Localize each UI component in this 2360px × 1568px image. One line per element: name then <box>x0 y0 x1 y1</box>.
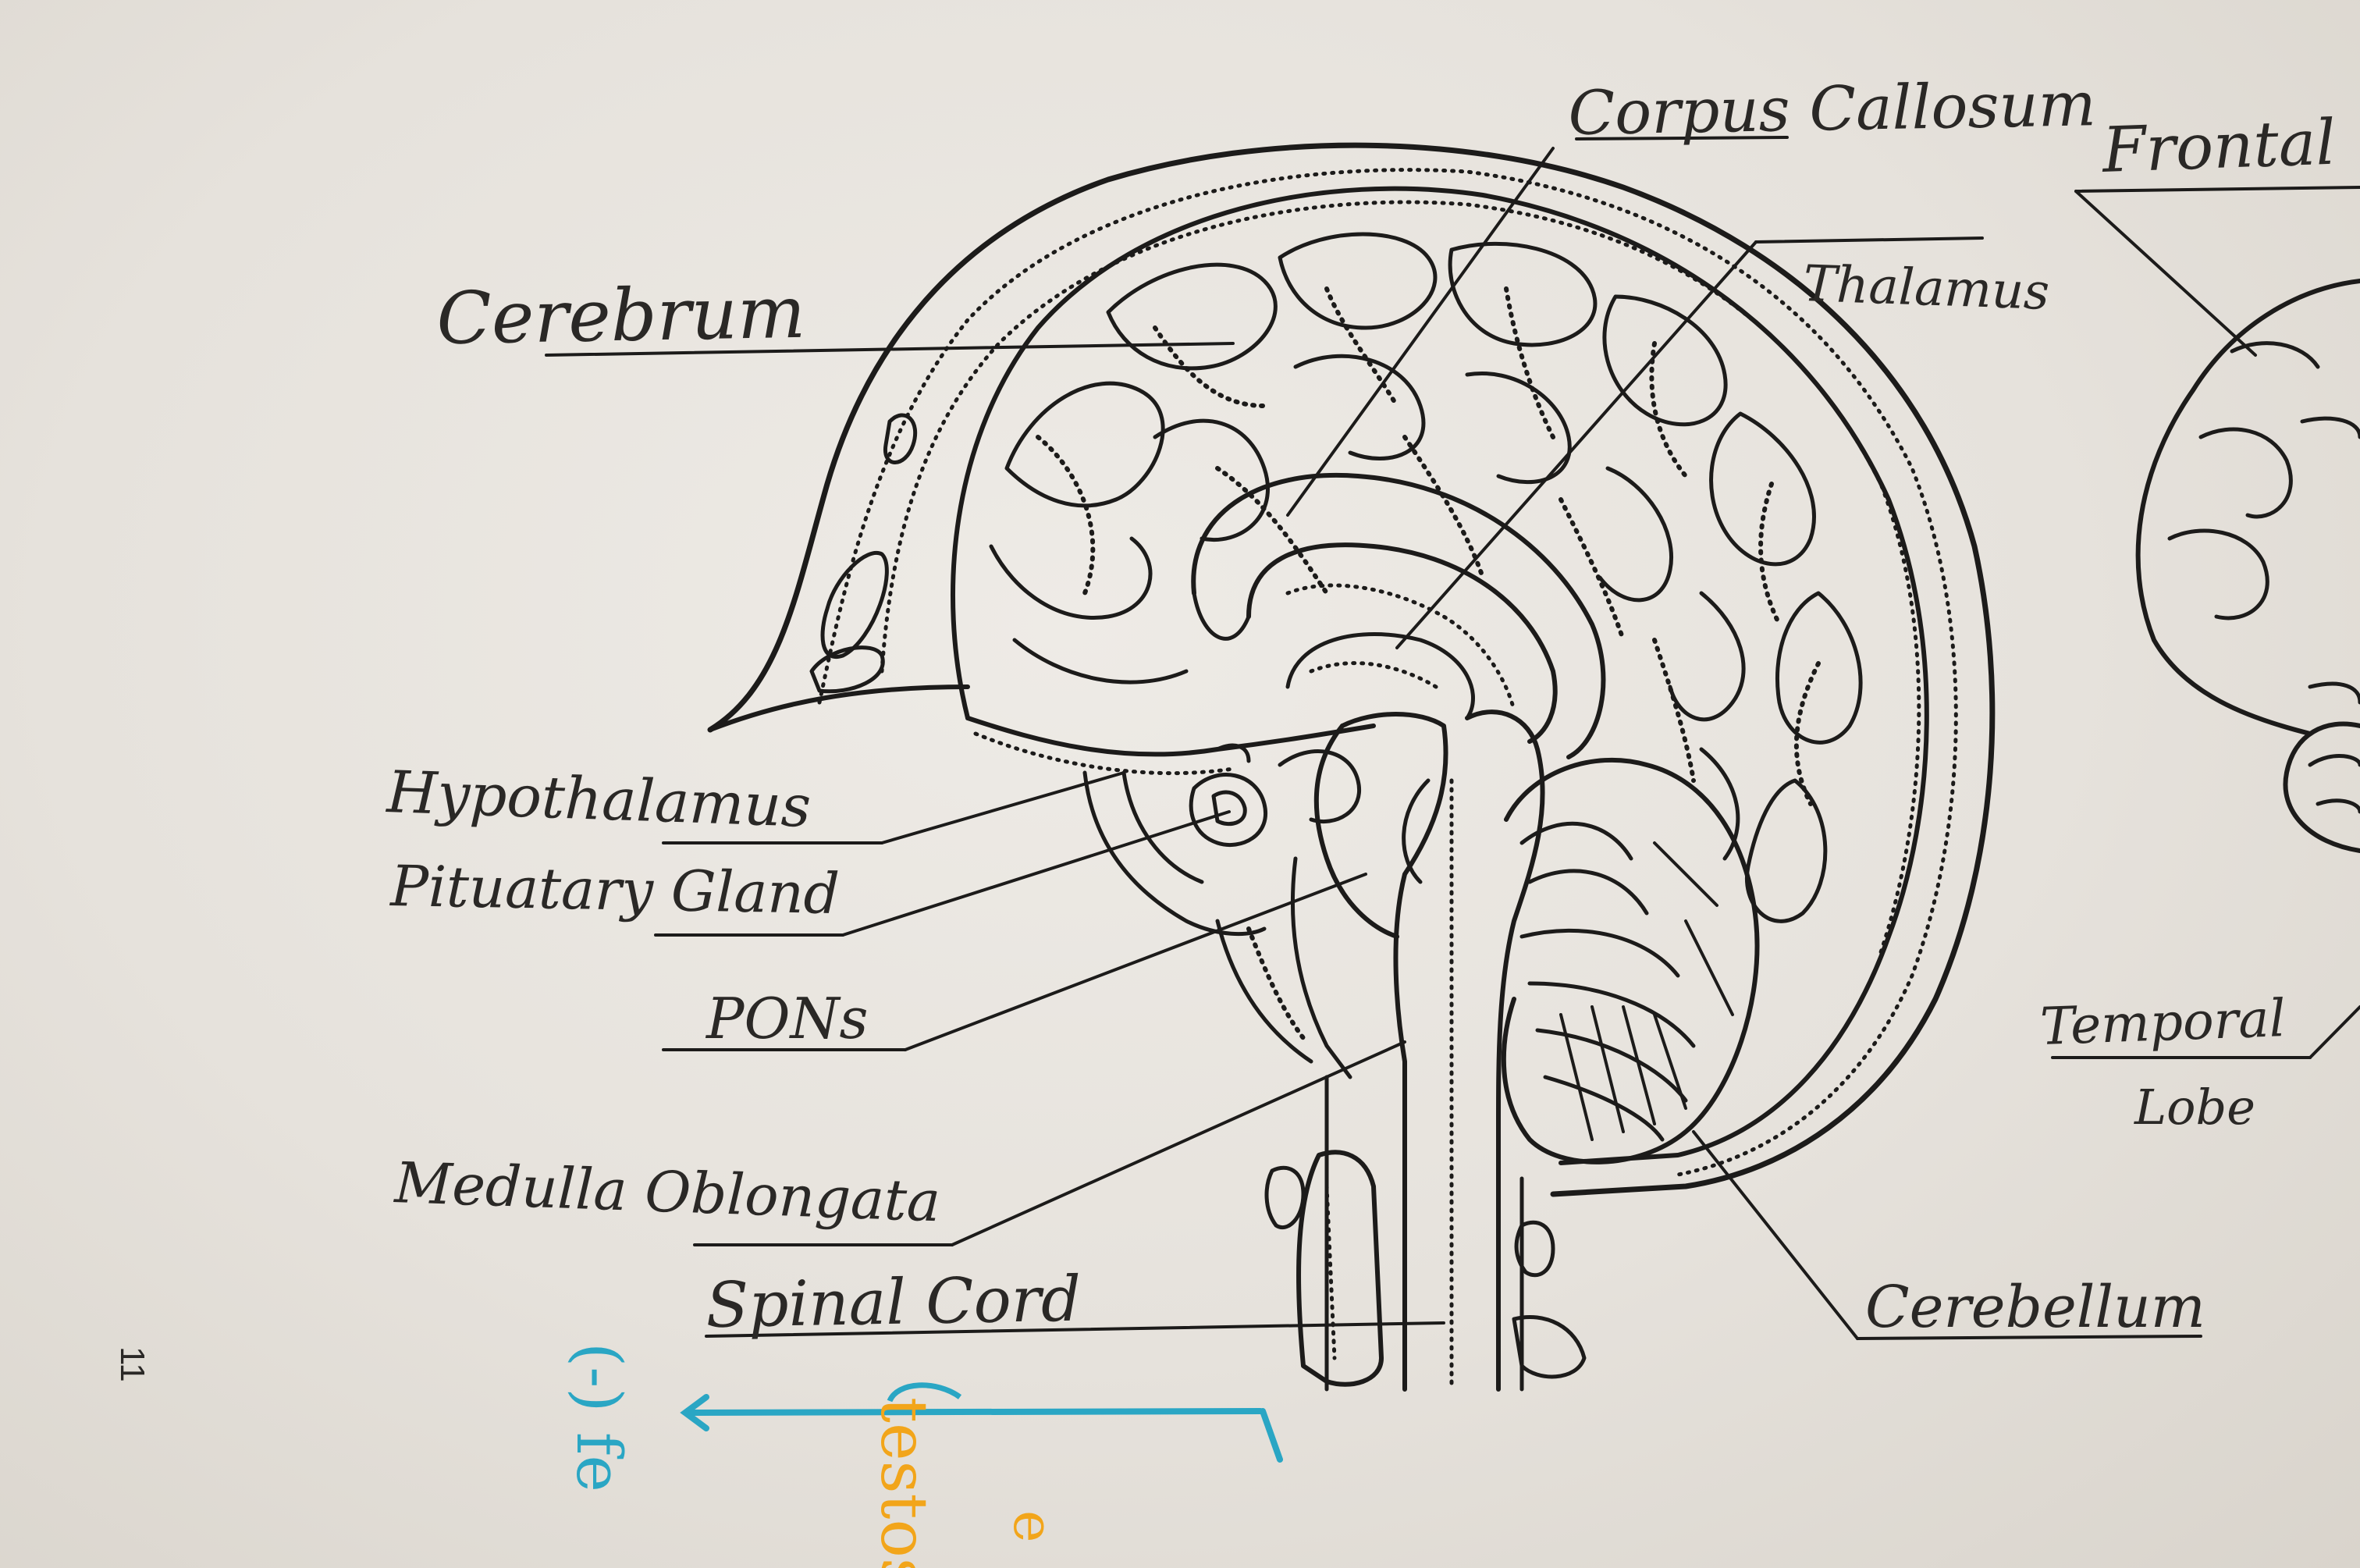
cerebellum-drawing <box>1501 757 1760 1164</box>
label-temporal: Temporal <box>2039 988 2287 1057</box>
thalamus <box>1285 632 1475 720</box>
label-cerebellum: Cerebellum <box>1865 1274 2205 1341</box>
label-cerebrum: Cerebrum <box>436 271 806 361</box>
blue-arrow <box>680 1394 1283 1463</box>
label-lobe: Lobe <box>2134 1079 2255 1136</box>
orange-fragment: e <box>1001 1510 1065 1542</box>
label-frontal: Frontal <box>2099 106 2337 187</box>
blue-note: (-) fe <box>563 1342 635 1492</box>
corpus-callosum <box>1191 472 1606 759</box>
label-hypothalamus: Hypothalamus <box>384 759 812 841</box>
lateral-brain-view <box>2135 279 2360 853</box>
label-spinal-cord: Spinal Cord <box>706 1263 1082 1342</box>
skull <box>707 142 1996 1197</box>
label-thalamus: Thalamus <box>1802 255 2050 322</box>
pituitary-region <box>1082 743 1362 1064</box>
label-medulla-oblongata: Medulla Oblongata <box>392 1150 941 1234</box>
page-number: 11 <box>113 1346 151 1382</box>
labels: Cerebrum Corpus Callosum Thalamus Fronta… <box>113 69 2337 1381</box>
orange-note: testos <box>866 1397 940 1568</box>
cerebrum-gyri <box>989 232 1863 923</box>
brainstem <box>1290 709 1545 1392</box>
label-pons: PONs <box>705 986 868 1051</box>
label-pituitary-gland: Pituatary Gland <box>389 853 841 926</box>
vertebrae <box>1264 1150 1587 1392</box>
margin-notes: (-) fe testos e <box>563 1342 1283 1568</box>
label-corpus-callosum: Corpus Callosum <box>1568 69 2097 149</box>
leader-lines <box>545 136 2360 1340</box>
